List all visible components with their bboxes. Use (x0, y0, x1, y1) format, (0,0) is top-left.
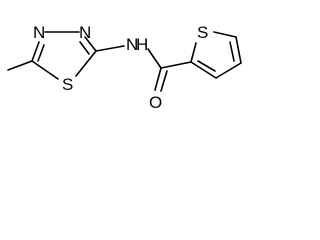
atom-n-ring-top-right: N (79, 23, 91, 42)
atom-s-ring-bottom: S (62, 75, 73, 94)
bond-th-c4-c3 (215, 62, 242, 79)
bond-carbonyl-o-double (160, 70, 168, 92)
bond-c2-nh (95, 45, 125, 52)
atom-n-ring-top-left: N (33, 23, 45, 42)
bond-th-c2-s1 (190, 42, 197, 63)
bond-s1-c5 (31, 60, 59, 80)
atom-o-carbonyl: O (149, 93, 162, 112)
bond-carbonyl-o (154, 67, 162, 91)
bond-th-c5-c4-double (229, 41, 235, 62)
structure-canvas: N N S N H O S (0, 0, 263, 117)
bond-c5-n4 (31, 41, 40, 62)
bond-nh-carbonyl (147, 48, 162, 69)
bond-c5-methyl (7, 60, 33, 71)
bond-th-c3-c2 (190, 61, 217, 79)
bond-carbonyl-thiophene (160, 61, 192, 69)
bond-c5-n4-double (37, 44, 45, 62)
atom-nh-h: H (136, 35, 148, 54)
bond-th-c5-c4 (235, 36, 242, 64)
bond-n3-c2-double (79, 41, 90, 55)
bond-n3-c2 (84, 36, 97, 52)
molecule-drawing: N N S N H O S (7, 23, 242, 112)
atom-nh-n: N (126, 35, 138, 54)
bond-th-s1-c5 (213, 31, 237, 38)
atom-s-thiophene: S (197, 23, 208, 42)
bond-c2-s1 (75, 50, 97, 77)
bond-th-c3-c2-double (197, 60, 216, 72)
